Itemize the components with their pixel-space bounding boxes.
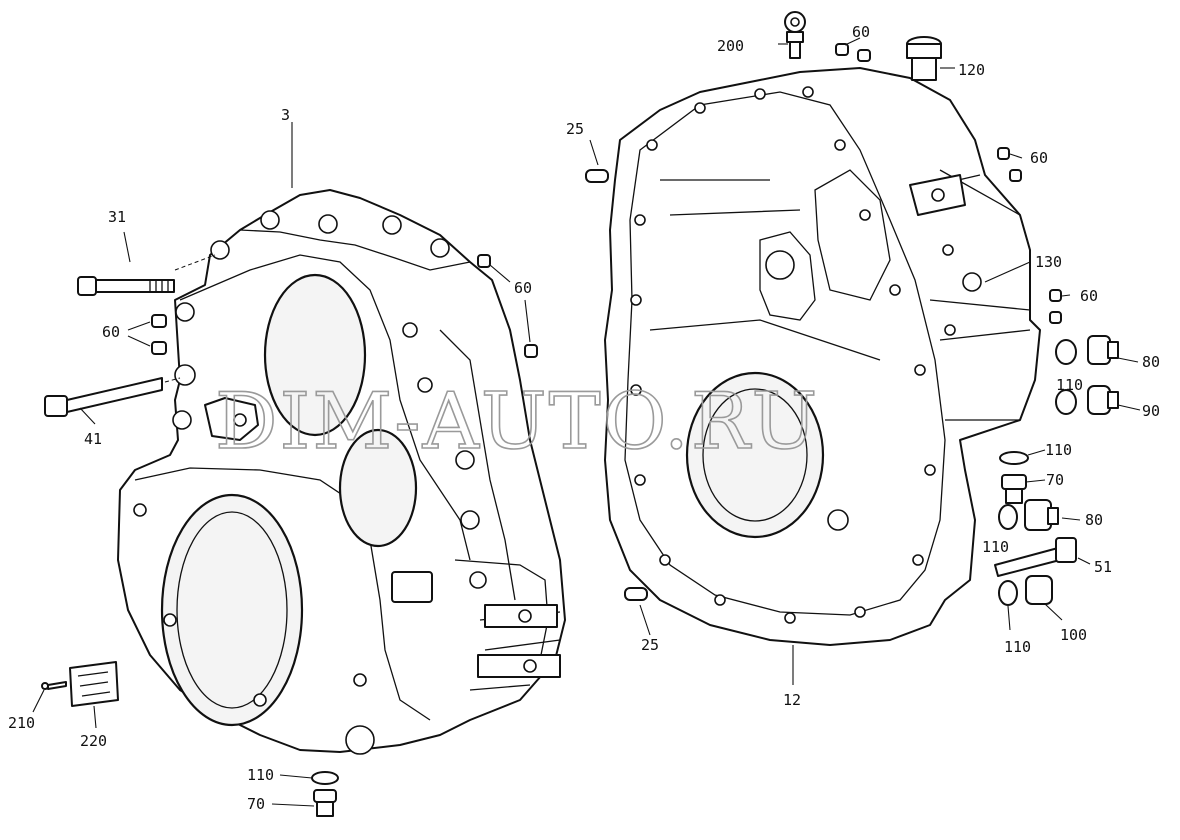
plug-70-right <box>1001 474 1027 504</box>
leader-220 <box>93 705 97 729</box>
callout-80-lower: 80 <box>1085 511 1103 529</box>
leader-25-top <box>589 139 599 166</box>
screw-210 <box>41 681 67 690</box>
bolt-41 <box>44 377 181 417</box>
callout-25-top: 25 <box>566 120 584 138</box>
plug-80-top <box>1055 335 1119 365</box>
leader-110-a <box>1027 449 1046 456</box>
leader-90 <box>1117 404 1141 411</box>
washer-110-lower <box>998 580 1018 606</box>
plate-220 <box>69 661 119 707</box>
dowel-60-right-d <box>1009 169 1022 182</box>
leader-100 <box>1044 603 1063 621</box>
callout-210: 210 <box>8 714 35 732</box>
dowel-60-right-e <box>1049 289 1062 302</box>
washer-110-right <box>999 451 1029 465</box>
leader-60-right-e <box>1061 294 1071 297</box>
plug-90 <box>1055 385 1119 415</box>
leader-31 <box>123 231 131 263</box>
housing-part-12 <box>604 67 1041 646</box>
callout-41: 41 <box>84 430 102 448</box>
callout-80-top: 80 <box>1142 353 1160 371</box>
callout-51: 51 <box>1094 558 1112 576</box>
leader-60-right <box>489 264 531 343</box>
leader-80-top <box>1117 357 1139 363</box>
eye-bolt-200 <box>784 11 806 59</box>
bolt-51 <box>994 537 1077 577</box>
callout-130: 130 <box>1035 253 1062 271</box>
callout-31: 31 <box>108 208 126 226</box>
dowel-25-top <box>585 169 609 183</box>
dowel-60-left-a <box>151 314 167 328</box>
leader-80-lower <box>1061 517 1081 521</box>
callout-110-c: 110 <box>982 538 1009 556</box>
callout-110-b: 110 <box>1045 441 1072 459</box>
dowel-60-right-c <box>997 147 1010 160</box>
plug-100 <box>1025 575 1053 605</box>
watermark-text: DIM-AUTO.RU <box>215 377 819 467</box>
callout-220: 220 <box>80 732 107 750</box>
callout-90: 90 <box>1142 402 1160 420</box>
callout-70-bottom: 70 <box>247 795 265 813</box>
dowel-60-right-a <box>477 254 491 268</box>
dowel-60-right-b <box>524 344 538 358</box>
washer-110-bottom <box>311 771 339 785</box>
plug-120 <box>906 36 942 81</box>
callout-12: 12 <box>783 691 801 709</box>
leader-60-right-c <box>1009 153 1023 159</box>
callout-25-bottom: 25 <box>641 636 659 654</box>
callout-60-right-c: 60 <box>1030 149 1048 167</box>
leader-60-left <box>127 321 151 347</box>
callout-110-bottom: 110 <box>247 766 274 784</box>
callout-60-top: 60 <box>852 23 870 41</box>
dowel-60-top-a <box>835 43 849 56</box>
leader-70-bottom <box>271 803 315 807</box>
callout-100: 100 <box>1060 626 1087 644</box>
plug-70-bottom <box>313 789 337 817</box>
plug-80-lower <box>998 499 1059 531</box>
callout-120: 120 <box>958 61 985 79</box>
callout-60-right-e: 60 <box>1080 287 1098 305</box>
leader-210 <box>32 689 45 713</box>
callout-200: 200 <box>717 37 744 55</box>
callout-110-a: 110 <box>1056 376 1083 394</box>
leader-51 <box>1077 557 1091 565</box>
dowel-60-left-b <box>151 341 167 355</box>
dowel-60-right-f <box>1049 311 1062 324</box>
callout-110-d: 110 <box>1004 638 1031 656</box>
leader-110-c <box>1007 605 1011 631</box>
leader-25-bottom <box>639 604 651 636</box>
leader-110-bottom <box>279 774 313 779</box>
dowel-60-top-b <box>857 49 871 62</box>
callout-70-right: 70 <box>1046 471 1064 489</box>
leader-70-right <box>1025 479 1046 483</box>
bolt-31 <box>77 254 216 296</box>
callout-60-right: 60 <box>514 279 532 297</box>
callout-3: 3 <box>281 106 290 124</box>
housing-part-3 <box>117 189 566 755</box>
leader-41 <box>79 407 96 425</box>
dowel-25-bottom <box>624 587 648 601</box>
leader-60-top <box>844 37 861 46</box>
callout-60-left: 60 <box>102 323 120 341</box>
leader-130 <box>984 261 1031 283</box>
